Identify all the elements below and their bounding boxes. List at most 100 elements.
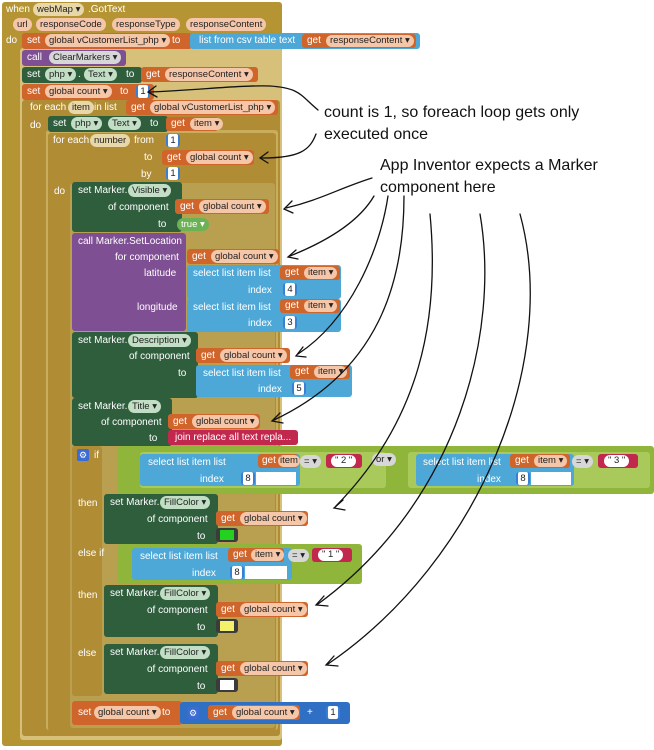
param-url[interactable]: url [13, 18, 32, 31]
php-component-dropdown[interactable]: php ▾ [45, 68, 77, 81]
set-marker-label: set Marker. [78, 401, 128, 412]
fillcolor-property-dropdown[interactable]: FillColor ▾ [160, 496, 211, 509]
setlocation-label: call Marker.SetLocation [78, 236, 182, 247]
param-responsecontent[interactable]: responseContent [186, 18, 267, 31]
clearmarkers-dropdown[interactable]: ClearMarkers ▾ [49, 51, 122, 64]
get-label: get [221, 663, 235, 674]
text-value-1[interactable]: " 1 " [318, 549, 344, 561]
fillcolor-property-dropdown[interactable]: FillColor ▾ [160, 587, 211, 600]
number-index-8[interactable]: 8 [241, 472, 255, 485]
equals-dropdown[interactable]: = ▾ [288, 549, 309, 562]
for-each-label: for each [53, 135, 90, 146]
color-block-green[interactable] [216, 528, 238, 542]
item-dropdown[interactable]: item ▾ [190, 118, 224, 130]
gear-icon[interactable]: ⚙ [77, 449, 89, 461]
set-marker-label: set Marker. [78, 185, 128, 196]
param-responsetype[interactable]: responseType [112, 18, 180, 31]
latitude-label: latitude [144, 268, 177, 279]
description-property-dropdown[interactable]: Description ▾ [128, 334, 191, 347]
set-marker-label: set Marker. [78, 335, 128, 346]
get-label: get [192, 251, 206, 262]
var-dropdown-count[interactable]: global count ▾ [240, 662, 307, 675]
set-label: set [53, 118, 67, 129]
title-property-dropdown[interactable]: Title ▾ [128, 400, 162, 413]
call-marker-setlocation-block[interactable] [72, 233, 186, 331]
color-block-yellow[interactable] [216, 619, 238, 633]
call-label: call [27, 52, 43, 63]
var-dropdown-count[interactable]: global count ▾ [232, 706, 299, 719]
var-dropdown-count[interactable]: global count ▾ [94, 706, 161, 719]
select-list-item-label: select list item list [193, 302, 271, 313]
plus-label: + [307, 707, 313, 718]
number-index-8[interactable]: 8 [516, 472, 530, 485]
var-dropdown-count[interactable]: global count ▾ [186, 151, 253, 164]
number-1[interactable]: 1 [136, 85, 150, 98]
to-label: to [197, 531, 206, 542]
text-property-dropdown[interactable]: Text ▾ [84, 68, 117, 81]
dot-label: . [78, 69, 81, 80]
to-label: to [144, 152, 153, 163]
to-label: to [172, 35, 181, 46]
equals-dropdown[interactable]: = ▾ [300, 455, 321, 468]
text-value-2[interactable]: " 2 " [331, 455, 357, 467]
to-label: to [120, 86, 129, 97]
from-label: from [134, 135, 154, 146]
empty-slot [256, 472, 296, 485]
to-label: to [149, 433, 158, 444]
var-dropdown-count[interactable]: global count ▾ [211, 250, 278, 263]
item-dropdown[interactable]: item ▾ [304, 267, 338, 279]
join-label: join replace all text repla... [175, 432, 292, 443]
to-label: to [150, 118, 159, 129]
get-label: get [171, 118, 185, 129]
if-label: if [94, 450, 99, 461]
number-index-8[interactable]: 8 [230, 566, 244, 579]
number-by-1[interactable]: 1 [166, 167, 180, 180]
item-dropdown[interactable]: item [278, 455, 300, 467]
gear-icon[interactable]: ⚙ [187, 707, 199, 719]
item-dropdown[interactable]: item ▾ [534, 455, 568, 467]
var-dropdown-responsecontent[interactable]: responseContent ▾ [165, 68, 253, 81]
equals-dropdown[interactable]: = ▾ [572, 455, 593, 468]
color-block-white[interactable] [216, 678, 238, 692]
var-dropdown-count[interactable]: global count ▾ [199, 200, 266, 213]
item-dropdown[interactable]: item ▾ [314, 366, 348, 378]
item-dropdown[interactable]: item ▾ [304, 300, 338, 312]
webmap-component-dropdown[interactable]: webMap ▾ [33, 3, 85, 16]
item-var-pill[interactable]: item [68, 101, 94, 114]
number-index-4[interactable]: 4 [283, 283, 297, 296]
number-index-3[interactable]: 3 [283, 316, 297, 329]
var-dropdown-count[interactable]: global count ▾ [192, 415, 259, 428]
get-label: get [167, 152, 181, 163]
get-label: get [285, 300, 299, 311]
select-list-item-label: select list item list [423, 457, 501, 468]
get-label: get [295, 366, 309, 377]
var-dropdown-vcustomerlist[interactable]: global vCustomerList_php ▾ [45, 34, 171, 47]
do-label: do [54, 186, 66, 197]
php-component-dropdown[interactable]: php ▾ [71, 117, 103, 130]
join-replace-block[interactable] [168, 430, 298, 445]
number-1[interactable]: 1 [326, 706, 340, 719]
or-dropdown[interactable]: or ▾ [372, 453, 396, 466]
get-label: get [233, 549, 247, 560]
fillcolor-property-dropdown[interactable]: FillColor ▾ [160, 646, 211, 659]
visible-property-dropdown[interactable]: Visible ▾ [128, 184, 172, 197]
index-label: index [248, 285, 272, 296]
var-dropdown-count[interactable]: global count ▾ [240, 512, 307, 525]
if-block[interactable] [72, 446, 102, 696]
var-dropdown-count[interactable]: global count ▾ [220, 349, 287, 362]
text-property-dropdown[interactable]: Text ▾ [108, 117, 141, 130]
text-value-3[interactable]: " 3 " [604, 455, 630, 467]
var-dropdown-count[interactable]: global count ▾ [240, 603, 307, 616]
number-var-pill[interactable]: number [90, 134, 131, 147]
number-index-5[interactable]: 5 [292, 382, 306, 395]
var-dropdown-count[interactable]: global count ▾ [45, 85, 112, 98]
number-from-1[interactable]: 1 [166, 134, 180, 147]
item-dropdown[interactable]: item ▾ [251, 549, 285, 561]
select-list-item-label: select list item list [193, 268, 271, 279]
get-label: get [201, 350, 215, 361]
var-dropdown-vcustomerlist[interactable]: global vCustomerList_php ▾ [150, 101, 276, 114]
do-label: do [6, 35, 18, 46]
param-responsecode[interactable]: responseCode [36, 18, 106, 31]
var-dropdown-responsecontent[interactable]: responseContent ▾ [326, 35, 414, 47]
true-dropdown[interactable]: true ▾ [177, 218, 209, 231]
